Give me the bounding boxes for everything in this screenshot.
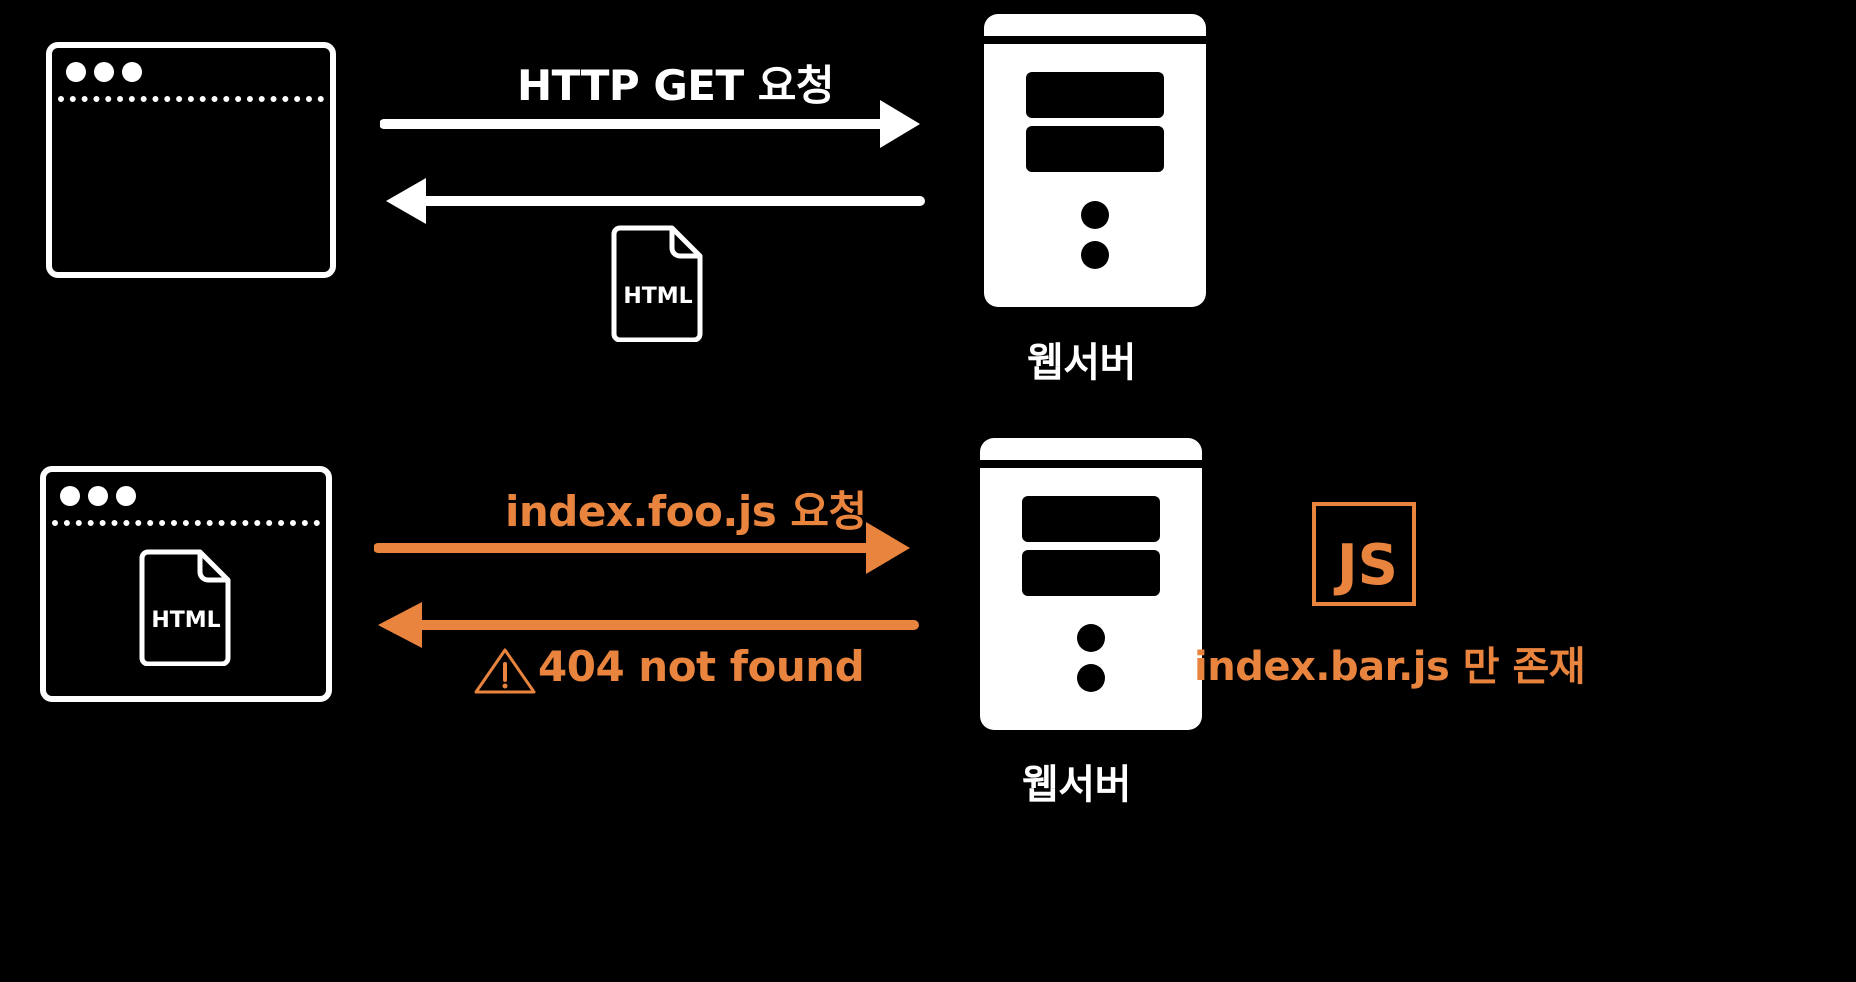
top-request-arrow — [380, 100, 925, 224]
server-bay — [1022, 550, 1160, 596]
web-server-bottom — [980, 438, 1202, 730]
server-led — [1077, 624, 1105, 652]
bottom-request-label: index.foo.js 요청 — [505, 487, 867, 536]
window-titlebar-divider — [52, 520, 320, 526]
only-bar-exists-note: index.bar.js 만 존재 — [1194, 644, 1586, 690]
window-dots — [66, 62, 142, 82]
window-titlebar-divider — [58, 96, 324, 102]
html-file-icon-top: HTML — [610, 222, 706, 343]
warning-icon — [474, 648, 536, 694]
web-server-top — [984, 14, 1206, 307]
error-404-label: 404 not found — [538, 642, 865, 691]
browser-window-top — [46, 42, 336, 278]
server-bay — [1026, 72, 1164, 118]
server-led — [1077, 664, 1105, 692]
server-bay — [1026, 126, 1164, 172]
js-file-icon: JS — [1312, 502, 1416, 606]
server-bay — [1022, 496, 1160, 542]
server-led — [1081, 241, 1109, 269]
window-dots — [60, 486, 136, 506]
server-label-top: 웹서버 — [1027, 340, 1136, 386]
js-badge-label: JS — [1336, 533, 1398, 598]
html-file-icon-bottom: HTML — [138, 546, 234, 667]
server-label-bottom: 웹서버 — [1022, 762, 1131, 808]
browser-window-bottom: HTML — [40, 466, 332, 702]
top-request-label: HTTP GET 요청 — [517, 61, 835, 110]
html-file-label-bottom: HTML — [151, 608, 221, 633]
bottom-request-arrow — [374, 522, 919, 648]
html-file-label-top: HTML — [623, 284, 693, 309]
server-led — [1081, 201, 1109, 229]
